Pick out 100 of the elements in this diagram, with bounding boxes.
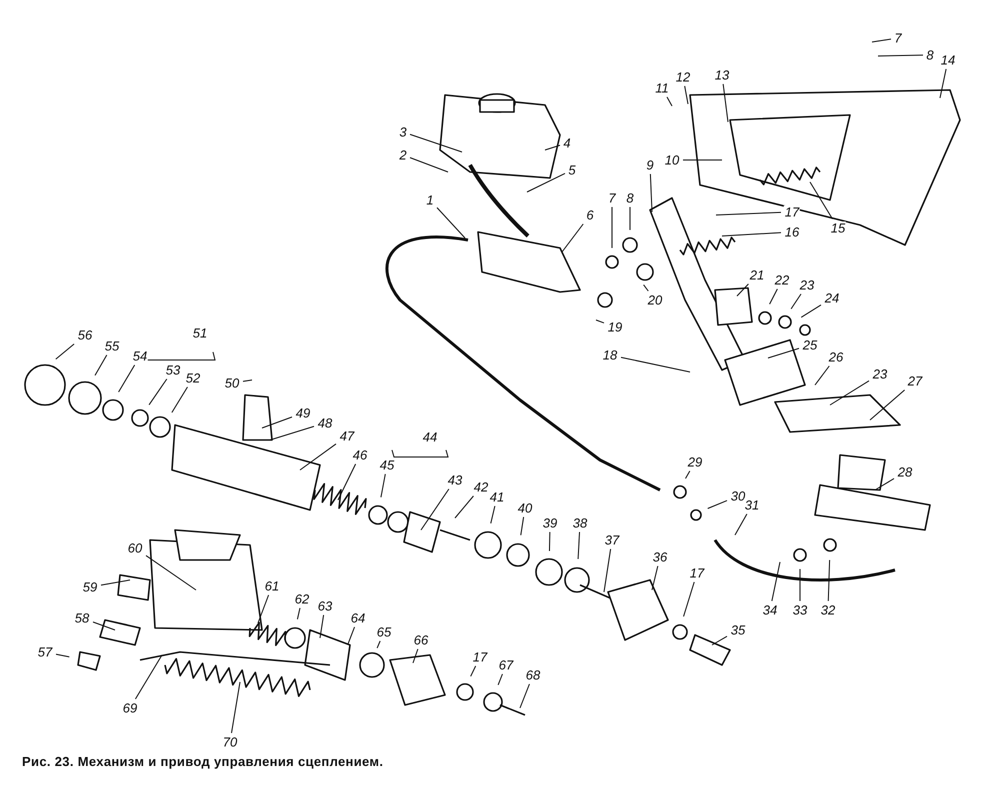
leader-line [410, 157, 448, 172]
callout-number: 4 [562, 136, 572, 150]
callout-number: 66 [412, 634, 430, 646]
leader-line [874, 478, 894, 490]
callout-number: 8 [925, 48, 935, 62]
leader-line [578, 532, 580, 560]
callout-number: 56 [76, 328, 94, 342]
callout-number: 63 [316, 600, 334, 612]
leader-line [870, 390, 906, 420]
callout-number: 5 [567, 164, 577, 176]
leader-line [520, 516, 524, 536]
leader-line [716, 212, 782, 216]
callout-number: 22 [774, 274, 790, 286]
leader-line [596, 320, 604, 324]
callout-number: 65 [376, 626, 392, 638]
callout-number: 11 [654, 82, 670, 94]
callout-number: 25 [802, 338, 818, 352]
leader-line [878, 54, 924, 56]
callout-number: 29 [686, 456, 704, 468]
leader-line [171, 386, 188, 413]
leader-line [92, 622, 116, 630]
callout-number: 68 [524, 668, 542, 682]
callout-number: 45 [378, 458, 396, 472]
leader-line [685, 470, 690, 479]
leader-line [800, 304, 822, 318]
callout-number: 37 [604, 534, 620, 546]
callout-number: 51 [192, 326, 208, 340]
callout-number: 42 [472, 480, 490, 494]
leader-line [768, 348, 800, 358]
callout-number: 23 [872, 368, 888, 380]
callout-number: 16 [784, 226, 800, 238]
callout-number: 17 [688, 566, 706, 580]
callout-number: 46 [352, 448, 368, 462]
leader-line [620, 356, 690, 372]
callout-number: 61 [264, 580, 280, 592]
callout-number: 44 [422, 430, 438, 444]
leader-line [320, 614, 324, 638]
callout-number: 67 [498, 658, 514, 672]
callout-number: 70 [222, 736, 238, 748]
leader-line [470, 666, 476, 677]
leader-line [498, 674, 503, 686]
callout-number: 28 [896, 466, 914, 478]
leader-line [100, 580, 130, 586]
callout-number: 60 [126, 542, 144, 554]
callout-number: 58 [74, 612, 90, 624]
leader-line [790, 294, 802, 310]
leader-line [722, 84, 728, 122]
callout-number: 62 [294, 592, 310, 606]
leader-line [666, 96, 672, 106]
callout-number: 64 [350, 612, 366, 624]
callout-number: 13 [714, 68, 730, 82]
callout-number: 1 [425, 194, 435, 206]
callout-number: 35 [730, 624, 746, 636]
callout-number: 52 [184, 372, 202, 384]
leader-line [262, 416, 292, 428]
leader-line [412, 648, 418, 664]
leader-line [548, 532, 550, 552]
leader-line [544, 144, 560, 150]
callout-number: 8 [625, 192, 635, 204]
callout-number: 30 [730, 490, 746, 502]
callout-number: 36 [652, 550, 668, 564]
leader-line [148, 378, 168, 406]
callout-number: 48 [316, 416, 334, 430]
leader-line [810, 182, 834, 220]
callout-number: 38 [572, 516, 588, 530]
leader-line [736, 284, 749, 296]
leader-line [769, 288, 778, 305]
callout-number: 40 [516, 502, 534, 514]
callout-number: 24 [824, 292, 840, 304]
leader-line [454, 496, 474, 518]
callout-number: 41 [488, 490, 506, 504]
caption: Рис. 23. Механизм и привод управления сцеплением. [22, 753, 384, 771]
leader-line [643, 284, 649, 292]
callout-number: 31 [744, 498, 760, 512]
leader-line [338, 464, 356, 500]
callout-number: 27 [906, 374, 924, 388]
callout-number: 53 [164, 364, 182, 376]
leader-line [650, 174, 652, 212]
leader-line [231, 682, 240, 734]
leader-line [376, 640, 381, 649]
callout-number: 26 [828, 350, 844, 364]
callout-number: 10 [664, 154, 680, 166]
leader-line [707, 500, 728, 509]
leader-line [270, 426, 314, 440]
leader-line [683, 582, 695, 618]
leader-line [300, 443, 336, 470]
callout-number: 18 [602, 348, 618, 362]
callout-number: 50 [224, 376, 240, 390]
callout-number: 7 [607, 192, 617, 204]
callout-number: 21 [748, 268, 766, 282]
callout-number: 23 [798, 278, 816, 292]
callout-number: 12 [674, 70, 692, 84]
leader-line [722, 232, 782, 236]
leader-line [134, 654, 162, 700]
callout-number: 6 [585, 208, 595, 222]
leader-line [258, 594, 270, 624]
leader-line [242, 380, 252, 382]
callout-number: 17 [472, 650, 488, 664]
leader-line [604, 548, 612, 592]
callout-number: 47 [338, 430, 356, 442]
